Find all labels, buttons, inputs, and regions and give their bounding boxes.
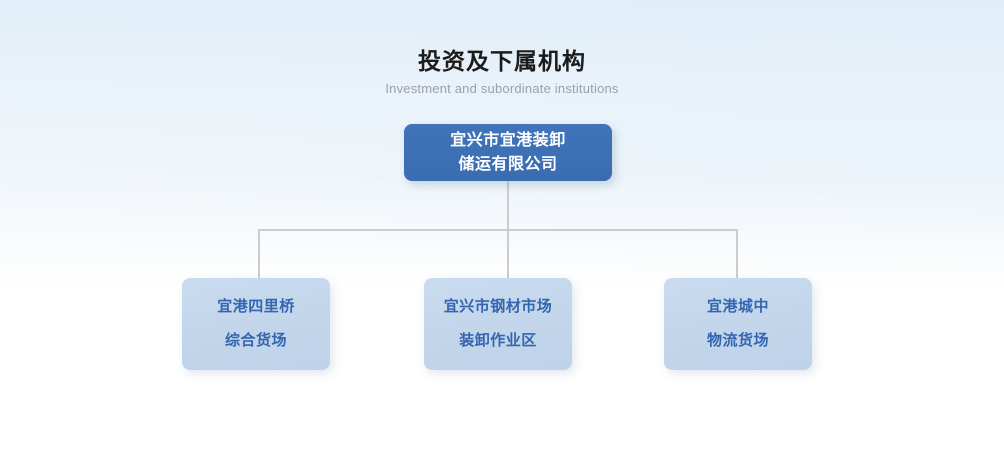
org-node-child-0-line-2: 综合货场 xyxy=(224,332,287,349)
connector-root-trunk xyxy=(507,181,509,231)
org-node-child-2-line-1: 宜港城中 xyxy=(706,298,769,315)
page-subtitle: Investment and subordinate institutions xyxy=(385,81,619,96)
connector-leg-right xyxy=(736,229,738,279)
org-node-root-line-1: 宜兴市宜港装卸 xyxy=(450,131,566,149)
connector-horizontal-bar xyxy=(259,229,738,231)
org-node-child-chengzhong[interactable]: 宜港城中 物流货场 xyxy=(664,278,812,370)
org-node-child-gangcai[interactable]: 宜兴市钢材市场 装卸作业区 xyxy=(424,278,572,370)
connector-leg-center xyxy=(507,229,509,279)
org-node-root-line-2: 储运有限公司 xyxy=(458,155,558,173)
org-node-root[interactable]: 宜兴市宜港装卸 储运有限公司 xyxy=(404,124,612,181)
connector-leg-left xyxy=(258,229,260,279)
page-title: 投资及下属机构 xyxy=(418,48,586,74)
page-heading: 投资及下属机构 Investment and subordinate insti… xyxy=(0,46,1004,97)
org-node-child-siliqiao[interactable]: 宜港四里桥 综合货场 xyxy=(182,278,330,370)
org-node-child-0-line-1: 宜港四里桥 xyxy=(217,298,295,315)
org-node-child-1-line-1: 宜兴市钢材市场 xyxy=(443,298,553,315)
org-node-child-1-line-2: 装卸作业区 xyxy=(459,332,537,349)
org-node-child-2-line-2: 物流货场 xyxy=(706,332,769,349)
